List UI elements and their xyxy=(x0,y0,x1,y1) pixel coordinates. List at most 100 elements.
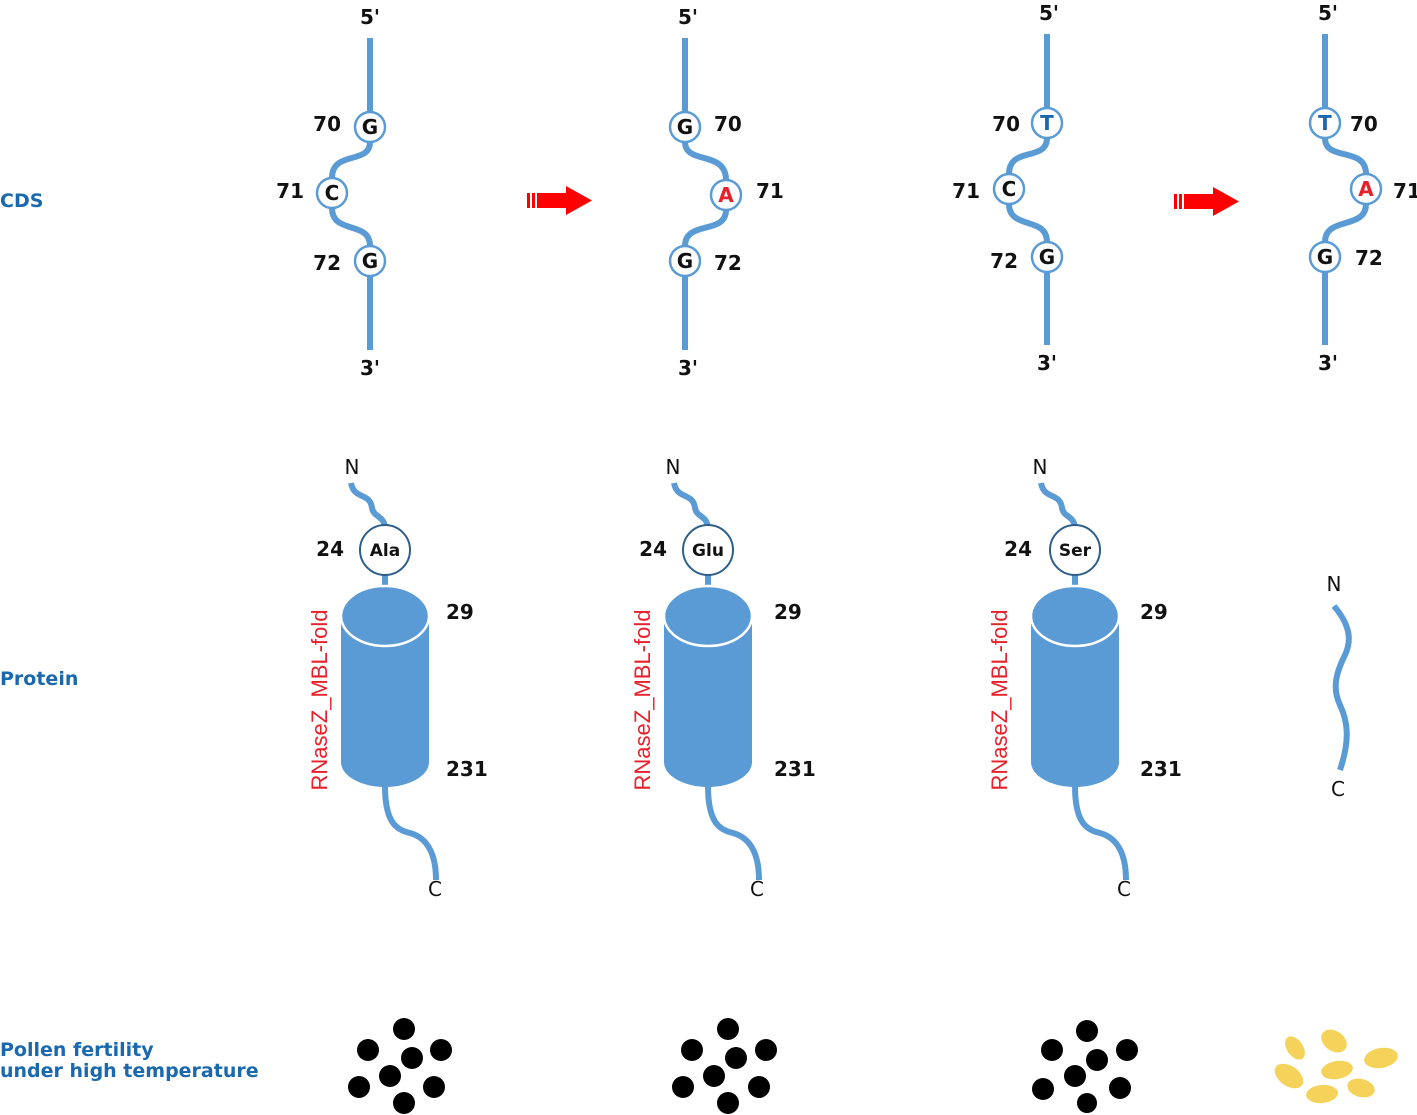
base-70: T xyxy=(1040,111,1054,135)
residue-position: 24 xyxy=(639,537,667,561)
nucleotide-circle xyxy=(1349,172,1383,206)
sterile-pollen-grain xyxy=(1306,1084,1338,1104)
protein-3: N Ser 24 29 231 RNaseZ_MBL-fold RNaseZ_M… xyxy=(987,455,1182,901)
three-prime-label: 3' xyxy=(1318,351,1338,375)
nucleotide-circle xyxy=(668,110,702,144)
n-tail xyxy=(671,482,711,529)
cds-strand xyxy=(329,38,373,350)
c-terminus-label: C xyxy=(1117,877,1131,901)
position-71: 71 xyxy=(1393,179,1417,203)
nucleotide-circle xyxy=(668,244,702,278)
position-70: 70 xyxy=(714,112,742,136)
pollen-grain xyxy=(672,1076,694,1098)
nucleotide-circle xyxy=(709,178,743,212)
base-71: C xyxy=(1002,177,1017,201)
three-prime-label: 3' xyxy=(678,356,698,380)
cds-panel-4: 5' 3' T A G 70 71 72 xyxy=(1308,1,1417,375)
c-tail xyxy=(382,785,439,881)
nucleotide-circle xyxy=(353,244,387,278)
pollen-grain xyxy=(1064,1065,1086,1087)
position-72: 72 xyxy=(990,249,1018,273)
pollen-grain xyxy=(1041,1039,1063,1061)
domain-start: 29 xyxy=(446,600,474,624)
pollen-grain xyxy=(1077,1093,1097,1113)
pollen-grain xyxy=(1116,1039,1138,1061)
pollen-grain xyxy=(1109,1077,1131,1099)
position-72: 72 xyxy=(714,251,742,275)
truncated-chain xyxy=(1331,604,1352,771)
n-tail xyxy=(1038,482,1078,529)
pollen-grain xyxy=(348,1076,370,1098)
pollen-grain xyxy=(681,1039,703,1061)
pollen-grain xyxy=(357,1039,379,1061)
cds-panel-3: 5' 3' T C G 70 71 72 xyxy=(952,1,1064,375)
pollen-grain xyxy=(755,1039,777,1061)
domain-start: 29 xyxy=(1140,600,1168,624)
nucleotide-circle xyxy=(315,176,349,210)
residue-24: Ala xyxy=(370,541,400,561)
residue-circle xyxy=(1049,524,1101,576)
n-tail xyxy=(348,482,388,529)
position-72: 72 xyxy=(1355,246,1383,270)
base-72: G xyxy=(677,249,693,273)
n-terminus-label: N xyxy=(666,455,681,479)
base-70: G xyxy=(677,115,693,139)
base-70: T xyxy=(1318,111,1332,135)
base-72: G xyxy=(362,249,378,273)
sterile-pollen-grain xyxy=(1321,1029,1347,1053)
sterile-pollen-grain xyxy=(1364,1047,1398,1069)
base-70: G xyxy=(362,115,378,139)
pollen-grain xyxy=(1076,1020,1098,1042)
nucleotide-circle xyxy=(1308,106,1342,140)
pollen-grain xyxy=(717,1018,739,1040)
position-71: 71 xyxy=(756,179,784,203)
cds-strand xyxy=(1322,34,1369,345)
domain-cylinder-top xyxy=(662,584,754,648)
five-prime-label: 5' xyxy=(360,5,380,29)
domain-cylinder-top xyxy=(339,584,431,648)
three-prime-label: 3' xyxy=(360,356,380,380)
c-terminus-label: C xyxy=(1331,777,1345,801)
sterile-pollen-grain xyxy=(1321,1060,1353,1080)
domain-end: 231 xyxy=(774,757,816,781)
position-70: 70 xyxy=(313,112,341,136)
row-label-cds: CDS xyxy=(0,190,43,212)
c-terminus-label: C xyxy=(428,877,442,901)
nucleotide-circle xyxy=(353,110,387,144)
pollen-grain xyxy=(393,1018,415,1040)
base-72: G xyxy=(1039,245,1055,269)
c-tail xyxy=(1072,785,1129,881)
protein-2: N Glu 24 29 231 RNaseZ_MBL-fold C xyxy=(630,455,816,901)
protein-1: N Ala 24 29 231 RNaseZ_MBL-fold C xyxy=(307,455,488,901)
pollen-grain xyxy=(393,1092,415,1114)
sterile-pollen-grain xyxy=(1347,1078,1375,1098)
cds-strand xyxy=(1006,34,1050,345)
domain-cylinder-body xyxy=(341,616,429,787)
mutation-arrow-2 xyxy=(1174,187,1239,216)
sterile-pollen-grain xyxy=(1285,1036,1305,1060)
residue-24: Ser xyxy=(1059,541,1092,561)
base-71-mutated: A xyxy=(718,183,734,207)
mutation-arrow-1 xyxy=(527,186,592,215)
domain-cylinder-body xyxy=(664,616,752,787)
n-terminus-label: N xyxy=(1033,455,1048,479)
pollen-grain xyxy=(1032,1078,1054,1100)
pollen-grain xyxy=(703,1065,725,1087)
sterile-pollen-grain xyxy=(1274,1063,1304,1089)
pollen-grain xyxy=(379,1065,401,1087)
residue-24: Glu xyxy=(692,541,724,561)
pollen-sterile-4 xyxy=(1274,1029,1398,1104)
nucleotide-circle xyxy=(992,172,1026,206)
domain-cylinder-body xyxy=(1031,616,1119,787)
pollen-grain xyxy=(430,1039,452,1061)
domain-name: RNaseZ_MBL-fold xyxy=(630,610,655,791)
pollen-fertile-3 xyxy=(1032,1020,1138,1113)
c-tail xyxy=(705,785,762,881)
domain-end: 231 xyxy=(446,757,488,781)
nucleotide-circle xyxy=(1030,106,1064,140)
position-71: 71 xyxy=(952,179,980,203)
base-71-mutated: A xyxy=(1358,177,1374,201)
domain-name: RNaseZ_MBL-fold xyxy=(987,610,1012,791)
pollen-fertile-2 xyxy=(672,1018,777,1114)
